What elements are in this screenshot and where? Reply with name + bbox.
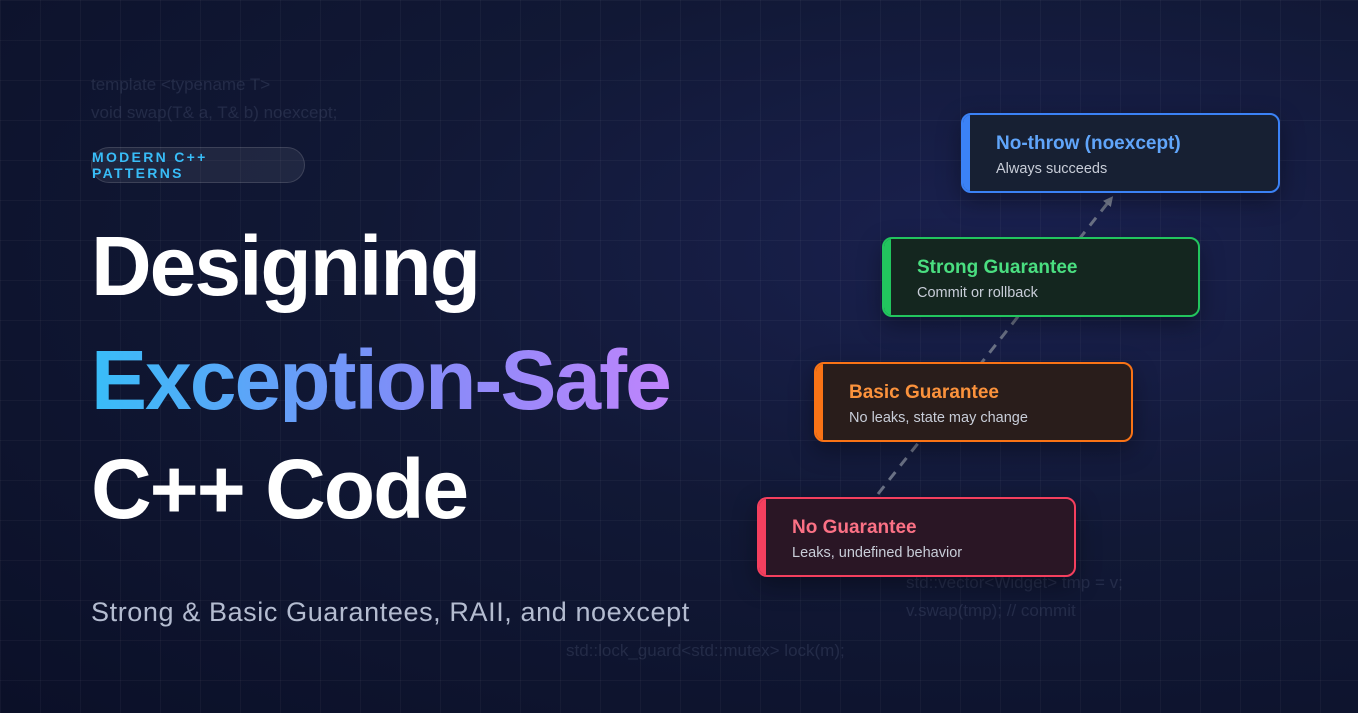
background-code-bottom: std::lock_guard<std::mutex> lock(m); [566, 637, 845, 665]
card-description: No leaks, state may change [849, 410, 1028, 426]
card-accent-bar [816, 364, 823, 440]
card-accent-bar [884, 239, 891, 315]
background-code-line: std::lock_guard<std::mutex> lock(m); [566, 641, 845, 660]
background-code-line: v.swap(tmp); // commit [906, 601, 1076, 620]
guarantee-card-strong: Strong Guarantee Commit or rollback [882, 237, 1200, 317]
card-title: No-throw (noexcept) [996, 133, 1181, 154]
title-line-2: Exception-Safe [91, 333, 672, 427]
guarantee-card-none: No Guarantee Leaks, undefined behavior [757, 497, 1076, 577]
background-code-line: template <typename T> [91, 75, 271, 94]
background-code-line: void swap(T& a, T& b) noexcept; [91, 103, 338, 122]
background-code-line: std::vector<Widget> tmp = v; [906, 573, 1123, 592]
card-description: Always succeeds [996, 161, 1108, 177]
card-title: Basic Guarantee [849, 382, 999, 403]
background-code-top: template <typename T> void swap(T& a, T& … [91, 71, 337, 127]
card-accent-bar [963, 115, 970, 191]
card-description: Leaks, undefined behavior [792, 545, 963, 561]
category-badge: MODERN C++ PATTERNS [91, 147, 305, 183]
guarantee-card-basic: Basic Guarantee No leaks, state may chan… [814, 362, 1133, 442]
card-description: Commit or rollback [917, 285, 1038, 301]
guarantee-card-nothrow: No-throw (noexcept) Always succeeds [961, 113, 1280, 193]
subtitle: Strong & Basic Guarantees, RAII, and noe… [91, 597, 690, 627]
title-line-3: C++ Code [91, 442, 469, 536]
card-title: Strong Guarantee [917, 257, 1078, 278]
background-code-right: std::vector<Widget> tmp = v;v.swap(tmp);… [906, 569, 1123, 625]
card-title: No Guarantee [792, 517, 917, 538]
title-line-1: Designing [91, 219, 481, 313]
card-accent-bar [759, 499, 766, 575]
